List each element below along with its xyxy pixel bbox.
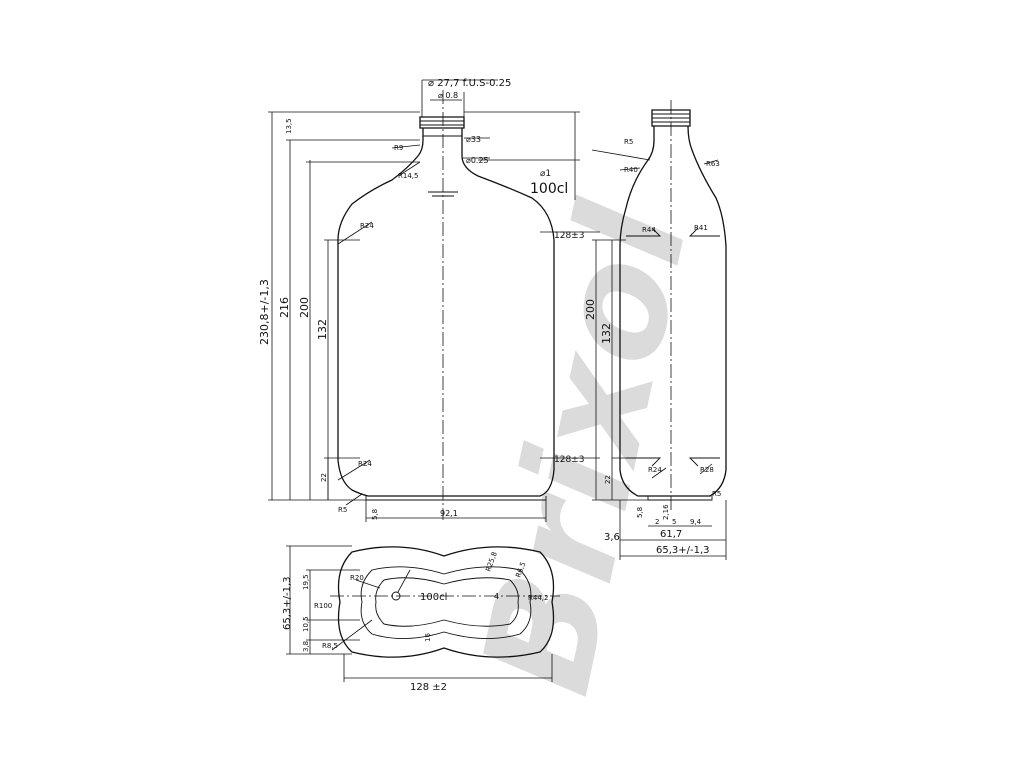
side-leader-r5	[591, 149, 651, 161]
side-notch-left-lower	[626, 457, 662, 467]
bottom-label-r44: R44,2	[528, 594, 548, 602]
bottom-label-mid: 4	[494, 592, 499, 601]
side-base-foot	[647, 496, 713, 501]
side-label-h132: 132	[600, 323, 613, 344]
bottom-leader-center	[397, 569, 411, 593]
bottom-center-mark	[391, 591, 401, 601]
side-notch-right-upper	[688, 227, 720, 237]
leader-r24-lower	[337, 459, 371, 481]
front-view: ⌀ 27,7 f.U.S-0.25 ⌀ 0.8 ⌀33 ⌀0.25 ⌀1 100…	[258, 78, 600, 522]
side-label-65-3: 65,3+/-1,3	[656, 545, 710, 556]
leader-r24-upper	[337, 221, 373, 245]
watermark: Brixol	[450, 189, 723, 708]
label-h-total: 230,8+/-1,3	[258, 279, 271, 345]
bottom-inner-outline	[360, 566, 532, 639]
bottom-outline	[337, 546, 555, 658]
label-h-top: 13,5	[285, 118, 293, 134]
side-label-5-8: 5,8	[636, 507, 644, 518]
label-h-22: 22	[320, 473, 328, 482]
label-h-132: 132	[316, 319, 329, 340]
label-base-step: 5,8	[371, 509, 379, 520]
label-r24-lower: R24	[358, 460, 372, 468]
side-label-2-16: 2,16	[662, 504, 670, 520]
label-r14: R14,5	[398, 172, 418, 180]
bottom-label-width: 128 ±2	[410, 682, 447, 693]
label-r24-upper: R24	[360, 222, 374, 230]
front-bottle-outline	[337, 116, 555, 497]
side-leader-r24	[651, 467, 667, 479]
side-label-9-4: 9,4	[690, 518, 702, 526]
bottom-label-16: 16	[424, 633, 432, 642]
label-r5: R5	[338, 506, 347, 514]
bottom-label-10: 10,5	[302, 616, 310, 632]
side-leader-r28	[699, 463, 713, 475]
bottom-leader-r20	[355, 579, 381, 589]
label-base-width: 92,1	[440, 509, 458, 518]
side-label-r63: R63	[706, 160, 720, 168]
leader-r5	[345, 493, 363, 506]
bottom-view: 65,3+/-1,3 128 ±2 100cl R20 R100 R8,5 R2…	[282, 545, 560, 693]
side-bottle-outline	[619, 109, 727, 497]
bottom-label-r20: R20	[350, 574, 364, 582]
label-dia25: ⌀0.25	[466, 156, 489, 165]
leader-r9	[391, 144, 421, 149]
side-label-r28: R28	[700, 466, 714, 474]
side-label-2: 2	[655, 518, 659, 526]
side-notch-right-lower	[688, 457, 720, 467]
bottom-label-3: 3,8	[302, 641, 310, 652]
watermark-text: Brixol	[450, 189, 723, 708]
label-h-200: 200	[298, 297, 311, 318]
label-h-216: 216	[278, 297, 291, 318]
label-capacity: 100cl	[530, 181, 568, 197]
label-dia33: ⌀33	[466, 135, 481, 144]
side-label-r40: R40	[624, 166, 638, 174]
side-label-h22: 22	[604, 475, 612, 484]
side-notch-left-upper	[626, 227, 662, 237]
bottom-label-center: 100cl	[420, 592, 447, 603]
bottom-label-r8: R8,5	[322, 642, 338, 650]
side-leader-r40	[619, 167, 641, 171]
side-label-r24: R24	[648, 466, 662, 474]
bottom-inner-outline-2	[375, 577, 519, 627]
bottom-leader-r8	[331, 619, 373, 651]
side-label-r41: R41	[694, 224, 708, 232]
side-view: R5 R40 R63 R44 R41 R24 R28 R5 200 132 22…	[584, 100, 727, 560]
bottom-label-19: 19,5	[302, 574, 310, 590]
label-width-upper: 128±3	[554, 231, 584, 241]
label-neck-small: ⌀ 0.8	[438, 91, 458, 100]
side-label-3-6: 3,6	[604, 532, 620, 543]
side-label-5: 5	[672, 518, 676, 526]
side-leader-r63	[703, 159, 719, 165]
side-label-r44: R44	[642, 226, 656, 234]
front-base-foot	[365, 496, 547, 501]
leader-r14	[399, 161, 421, 176]
side-label-h200: 200	[584, 299, 597, 320]
side-label-61-7: 61,7	[660, 529, 682, 540]
bottom-label-r100: R100	[314, 602, 332, 610]
side-label-r5: R5	[624, 138, 633, 146]
bottom-label-height: 65,3+/-1,3	[282, 576, 293, 630]
label-width-lower: 128±3	[554, 455, 584, 465]
label-r9: R9	[394, 144, 403, 152]
side-label-r5b: R5	[712, 490, 721, 498]
label-neck-spec: ⌀ 27,7 f.U.S-0.25	[428, 78, 511, 89]
label-cap-mark: ⌀1	[540, 169, 551, 179]
